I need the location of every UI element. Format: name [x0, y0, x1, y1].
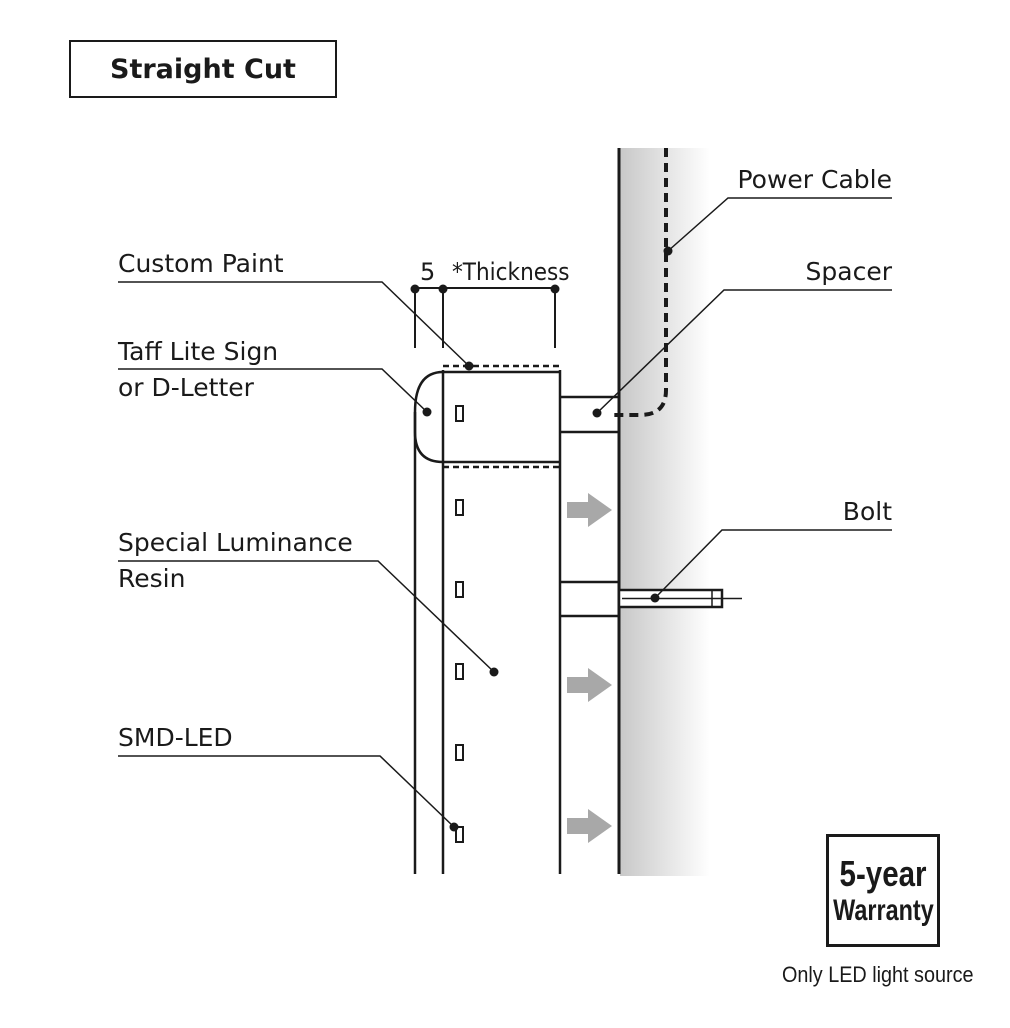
label-spacer: Spacer: [805, 257, 892, 286]
light-arrows: [567, 493, 612, 843]
leader-lines-right: [596, 197, 892, 599]
leader-resin: [118, 560, 495, 673]
light-arrow: [567, 809, 612, 843]
warranty-note: Only LED light source: [782, 962, 974, 987]
spacer-bottom: [560, 580, 619, 618]
leader-bolt: [654, 529, 892, 599]
spacer-top: [560, 395, 619, 434]
leader-dot: [592, 408, 602, 418]
label-taff-lite-line2: or D-Letter: [118, 373, 254, 402]
dimension-markers: [414, 287, 556, 348]
light-arrow: [567, 668, 612, 702]
sign-cap: [413, 370, 560, 464]
diagram-title: Straight Cut: [69, 40, 337, 98]
dimension-dot: [410, 284, 420, 294]
leader-custom-paint: [118, 281, 470, 367]
warranty-years: 5-year: [839, 852, 927, 894]
dimension-dot: [438, 284, 448, 294]
warranty-badge: 5-year Warranty: [826, 834, 940, 947]
leader-dots: [422, 246, 673, 832]
leader-smd-led: [118, 755, 455, 828]
label-bolt: Bolt: [842, 497, 892, 526]
warranty-word: Warranty: [832, 893, 934, 927]
label-resin-line2: Resin: [118, 564, 186, 593]
label-taff-lite-line1: Taff Lite Sign: [118, 337, 279, 366]
bolt-shape: [617, 588, 742, 609]
label-custom-paint: Custom Paint: [118, 249, 284, 278]
leader-power-cable: [667, 197, 892, 252]
dimension-five: 5: [420, 258, 436, 286]
led-chip: [455, 499, 464, 516]
light-arrow: [567, 493, 612, 527]
leader-spacer: [596, 289, 892, 414]
led-chip: [455, 663, 464, 680]
leader-dot: [449, 822, 459, 832]
led-chip: [455, 581, 464, 598]
led-chip: [455, 826, 464, 843]
leader-dot: [489, 667, 499, 677]
leader-dot: [464, 361, 474, 371]
led-chip: [455, 744, 464, 761]
leader-dot: [663, 246, 673, 256]
label-smd-led: SMD-LED: [118, 723, 233, 752]
dimension-dot: [550, 284, 560, 294]
label-resin-line1: Special Luminance: [118, 528, 353, 557]
leader-taff-lite: [118, 368, 428, 413]
power-cable-line: [612, 148, 668, 417]
label-power-cable: Power Cable: [737, 165, 892, 194]
leader-dot: [650, 593, 660, 603]
led-column: [455, 405, 464, 843]
led-chip: [455, 405, 464, 422]
leader-dot: [422, 407, 432, 417]
dimension-thickness: *Thickness: [452, 258, 570, 286]
leader-lines-left: [118, 281, 495, 828]
